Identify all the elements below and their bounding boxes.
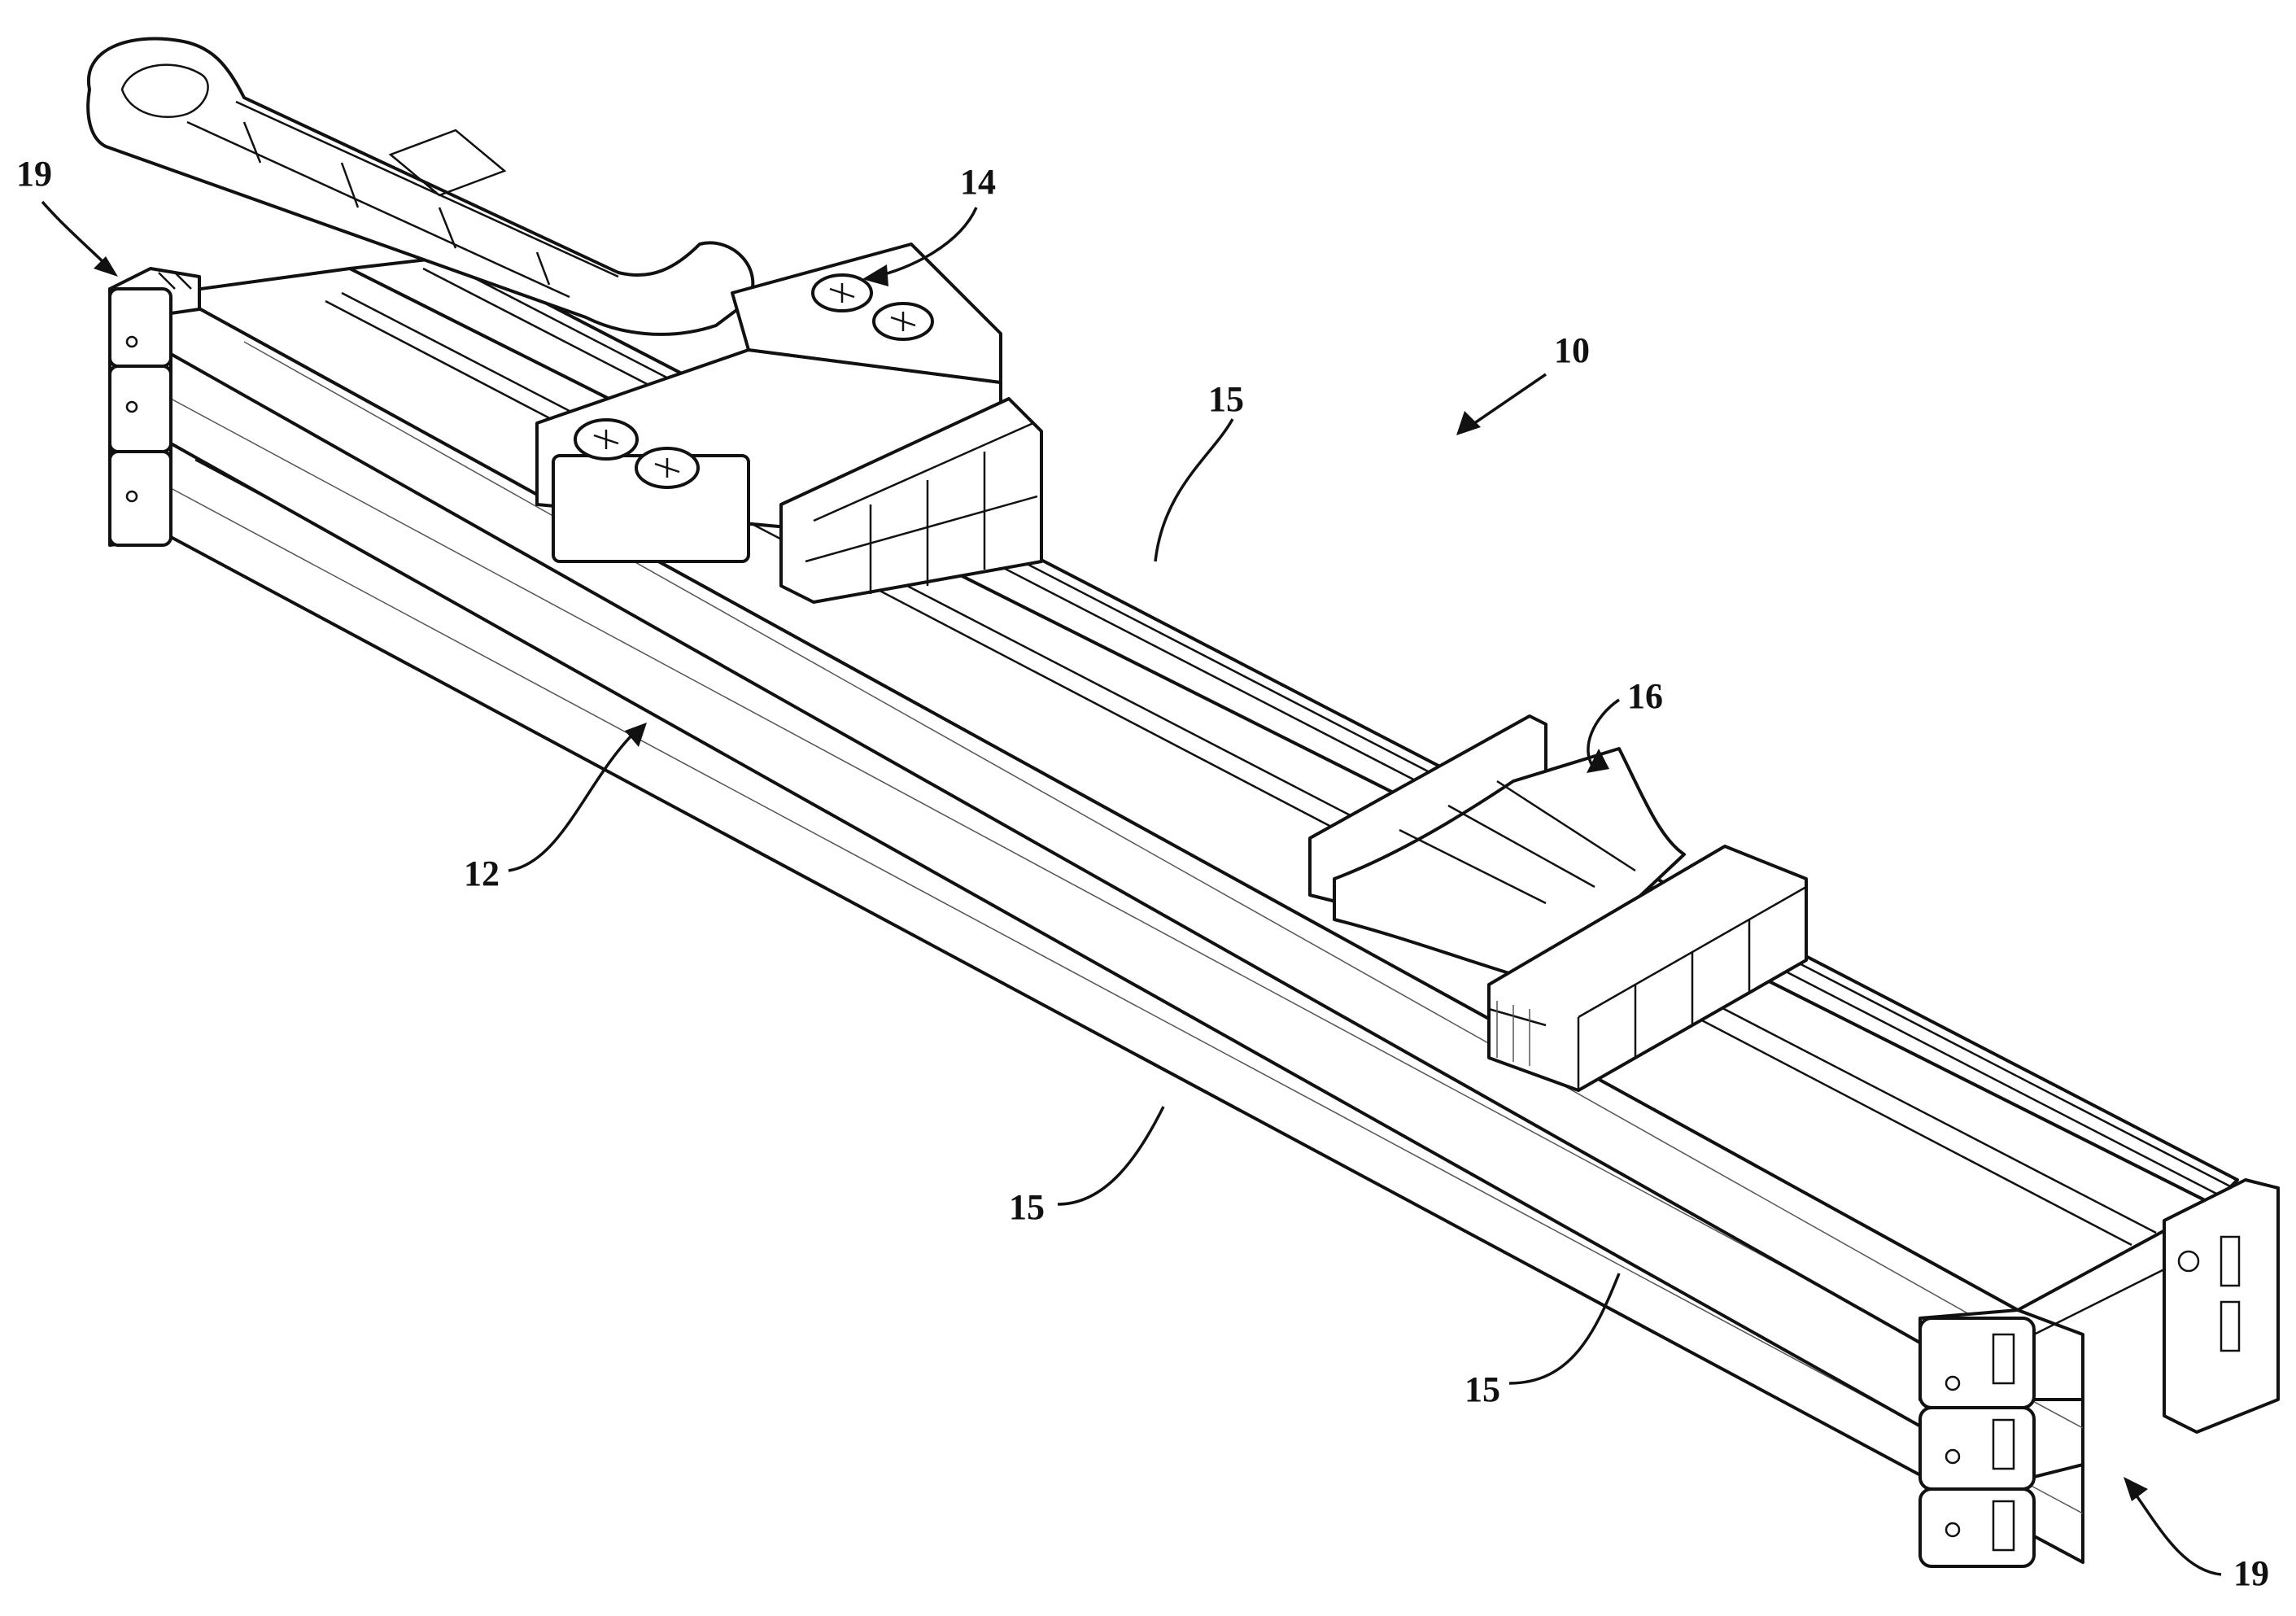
leader-19-right bbox=[2132, 1489, 2221, 1575]
label-19-right: 19 bbox=[2233, 1553, 2269, 1593]
arrowhead-10 bbox=[1456, 411, 1481, 435]
label-10: 10 bbox=[1554, 330, 1590, 370]
label-12: 12 bbox=[464, 854, 500, 893]
screw-1 bbox=[575, 420, 637, 459]
leader-19-left bbox=[42, 202, 110, 269]
rail-assembly bbox=[110, 256, 2237, 1562]
label-15-middle: 15 bbox=[1464, 1369, 1500, 1409]
screw-4 bbox=[874, 304, 932, 339]
label-15-lower: 15 bbox=[1009, 1187, 1045, 1227]
leader-15-lower bbox=[1058, 1107, 1163, 1204]
label-14: 14 bbox=[960, 162, 996, 202]
screw-2 bbox=[636, 448, 698, 487]
leader-15-top bbox=[1155, 419, 1233, 561]
label-16: 16 bbox=[1627, 676, 1663, 716]
leader-10 bbox=[1469, 374, 1546, 427]
screw-3 bbox=[813, 275, 871, 311]
arrowhead-19-left bbox=[94, 256, 118, 277]
arrowhead-19-right bbox=[2124, 1477, 2148, 1501]
label-15-top: 15 bbox=[1208, 379, 1244, 419]
label-19-left: 19 bbox=[16, 154, 52, 194]
top-rail bbox=[110, 269, 2213, 1398]
